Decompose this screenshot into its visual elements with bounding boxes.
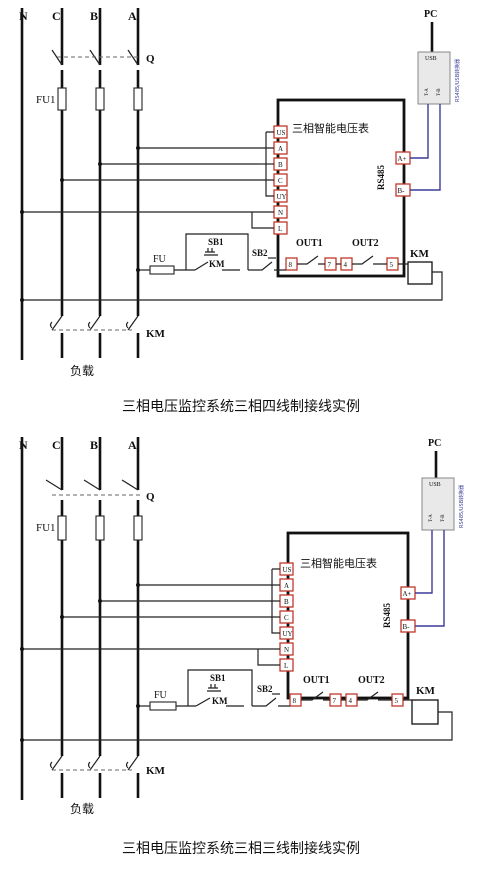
terminal-l-2: L [284, 662, 288, 670]
phase-label-n: N [19, 9, 28, 23]
km-aux-label: KM [209, 259, 225, 269]
terminal-b-minus-2: B- [403, 623, 411, 631]
conv-tb-label-2: T-B [441, 514, 446, 522]
sb1-label: SB1 [208, 237, 224, 247]
meter-label: 三相智能电压表 [292, 121, 369, 135]
terminal-us-2: US [283, 566, 292, 574]
meter-label-2: 三相智能电压表 [300, 556, 377, 570]
terminal-b: B [278, 161, 283, 169]
terminal-uy-2: UY [283, 630, 293, 638]
sb2-label-2: SB2 [257, 684, 273, 694]
conv-tb-label: T-B [437, 88, 442, 96]
km-main-label: KM [146, 328, 166, 340]
usb-converter [417, 51, 451, 105]
out2-label-2: OUT2 [358, 675, 385, 686]
fuse-fu1-a [133, 87, 143, 111]
converter-label: RS485/USB转换器 [454, 59, 461, 102]
rs485-label: RS485 [376, 164, 386, 190]
terminal-b-minus: B- [398, 187, 406, 195]
conv-ta-label: T-A [425, 88, 430, 96]
caption-bottom: 三相电压监控系统三相三线制接线实例 [122, 840, 360, 857]
diagram-four-wire: N C B A Q FU1 KM 负载 三相智能电压表 [19, 8, 461, 378]
phase-label-c-2: C [52, 438, 61, 452]
control-fuse [149, 265, 175, 275]
load-label: 负载 [70, 364, 94, 378]
breaker-q-label-2: Q [146, 491, 155, 503]
terminal-5-2: 5 [395, 697, 399, 705]
terminal-strip: US A B C UY N L [273, 125, 288, 235]
phase-label-c: C [52, 9, 61, 23]
terminal-a: A [278, 145, 283, 153]
terminal-7-2: 7 [333, 697, 337, 705]
km-coil-2 [411, 699, 439, 725]
out2-label: OUT2 [352, 238, 379, 249]
terminal-5: 5 [390, 261, 394, 269]
fu1-label-2: FU1 [36, 522, 56, 534]
km-coil-label: KM [410, 248, 430, 260]
fu-label-2: FU [154, 690, 168, 701]
terminal-strip-2: US A B C UY N L [279, 562, 294, 672]
terminal-l: L [278, 225, 282, 233]
conv-ta-label-2: T-A [429, 514, 434, 522]
usb-label: USB [425, 56, 437, 62]
sb1-label-2: SB1 [210, 673, 226, 683]
phase-label-a: A [128, 9, 137, 23]
phase-label-n-2: N [19, 438, 28, 452]
pc-label: PC [424, 9, 437, 20]
usb-converter-2 [421, 477, 455, 531]
terminal-4-2: 4 [349, 697, 353, 705]
terminal-n-2: N [284, 646, 289, 654]
diagram-three-wire: N C B A Q FU1 KM 负载 三相智能电压表 US A [19, 437, 465, 816]
terminal-n: N [278, 209, 283, 217]
terminal-uy: UY [277, 193, 287, 201]
sb1-button [204, 248, 218, 256]
out1-label: OUT1 [296, 238, 323, 249]
terminal-4: 4 [344, 261, 348, 269]
km-coil-label-2: KM [416, 685, 436, 697]
terminal-8: 8 [289, 261, 293, 269]
phase-label-a-2: A [128, 438, 137, 452]
terminal-c-2: C [284, 614, 289, 622]
pc-label-2: PC [428, 438, 441, 449]
terminal-a-2: A [284, 582, 289, 590]
fu1-label: FU1 [36, 94, 56, 106]
terminal-a-plus: A+ [398, 155, 407, 163]
terminal-us: US [277, 129, 286, 137]
load-label-2: 负载 [70, 802, 94, 816]
fuse-fu1-c [57, 87, 67, 111]
fu-label: FU [153, 254, 167, 265]
phase-label-b: B [90, 9, 98, 23]
km-aux-label-2: KM [212, 696, 228, 706]
caption-top: 三相电压监控系统三相四线制接线实例 [122, 398, 360, 415]
fuse-fu1-b [95, 87, 105, 111]
terminal-7: 7 [328, 261, 332, 269]
usb-label-2: USB [429, 482, 441, 488]
breaker-q-label: Q [146, 53, 155, 65]
terminal-c: C [278, 177, 283, 185]
terminal-8-2: 8 [293, 697, 297, 705]
converter-label-2: RS485/USB转换器 [458, 485, 465, 528]
phase-label-b-2: B [90, 438, 98, 452]
km-main-label-2: KM [146, 765, 166, 777]
out1-label-2: OUT1 [303, 675, 330, 686]
rs485-label-2: RS485 [382, 602, 392, 628]
terminal-b-2: B [284, 598, 289, 606]
terminal-a-plus-2: A+ [403, 590, 412, 598]
sb2-label: SB2 [252, 248, 268, 258]
km-coil [407, 261, 433, 285]
